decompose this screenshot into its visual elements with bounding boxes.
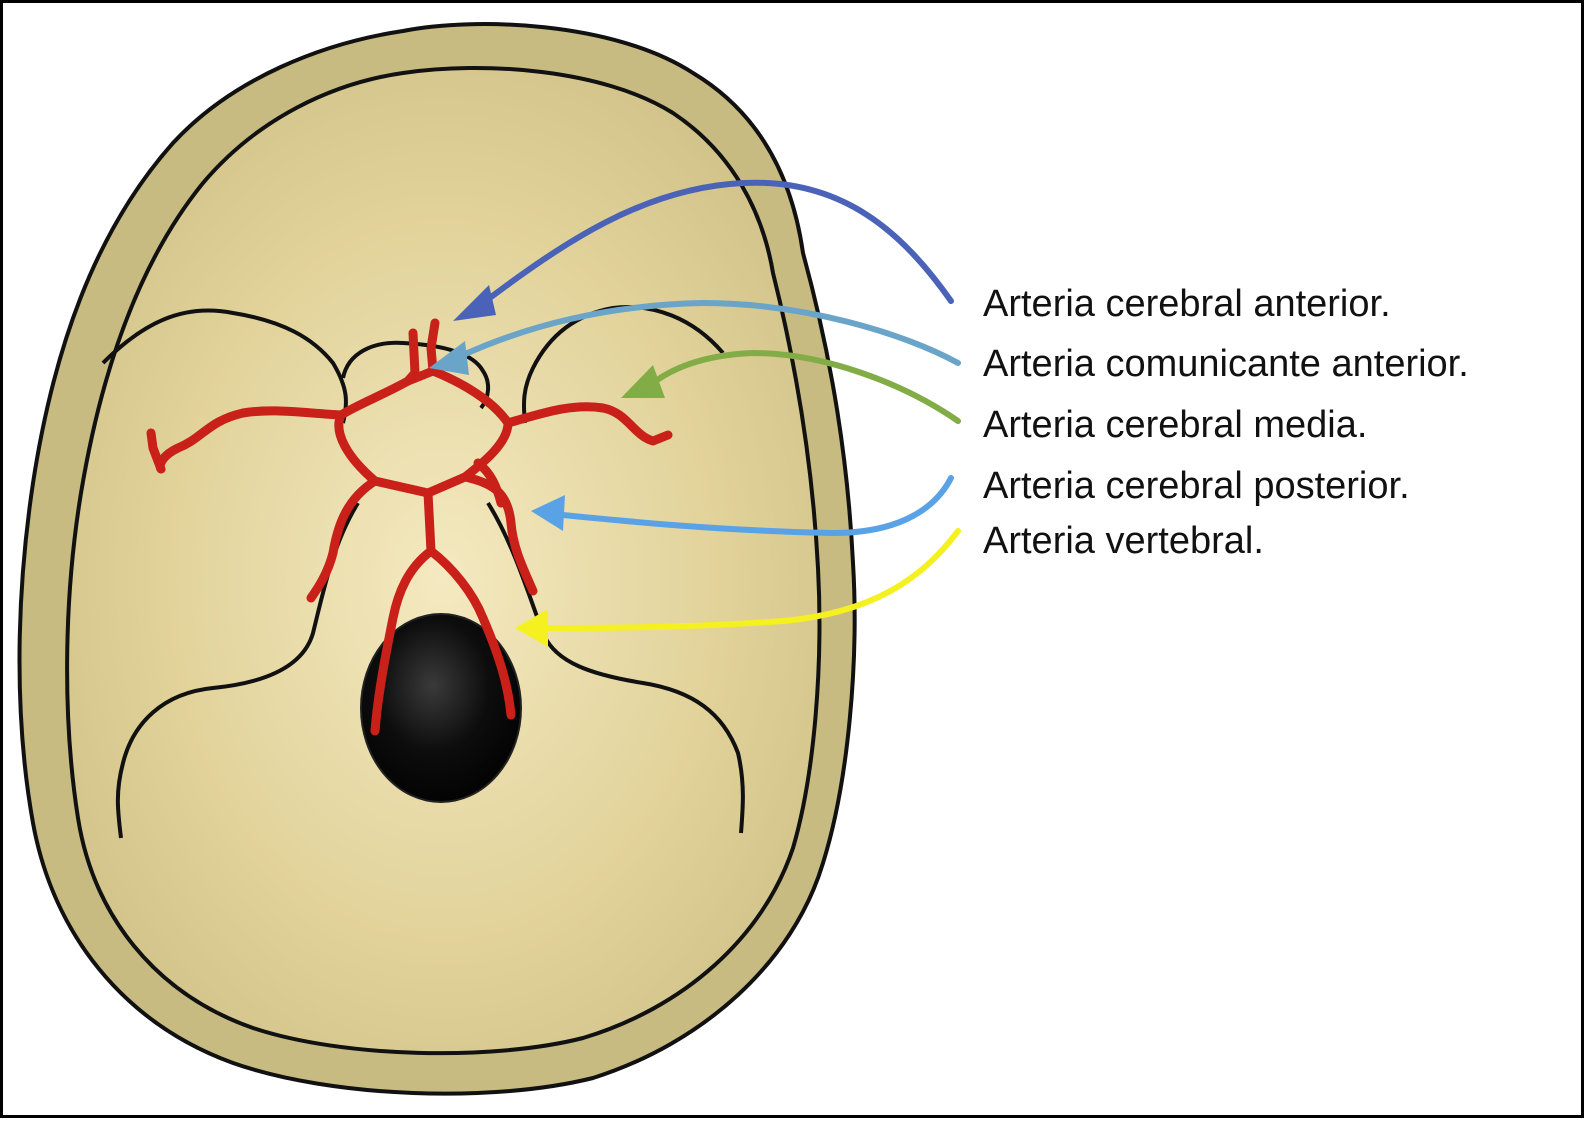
artery-middle-cerebral-right (503, 402, 673, 446)
callout-arrows (429, 179, 961, 647)
arrowhead-pca (531, 495, 565, 531)
label-vertebral: Arteria vertebral. (983, 520, 1264, 562)
artery-posterior-branch-right (473, 458, 506, 508)
artery-vertebral-right (426, 546, 516, 720)
arrow-line-aca (480, 179, 954, 306)
fossa-outline-middle-left (115, 501, 360, 839)
skull-base-diagram: Arteria cerebral anterior. Arteria comun… (17, 22, 1469, 1096)
arrow-line-mca (650, 349, 961, 424)
arrowhead-va (515, 609, 548, 647)
artery-anterior-cerebral-right (426, 318, 440, 376)
label-cerebral-posterior: Arteria cerebral posterior. (983, 465, 1410, 507)
arteries (146, 318, 673, 736)
artery-vertebral-left (370, 546, 436, 736)
artery-posterior-cerebral-right (460, 472, 538, 596)
sella-outline (341, 340, 490, 410)
label-cerebral-media: Arteria cerebral media. (983, 404, 1367, 446)
fossa-outline-middle-right (486, 501, 745, 834)
artery-basilar (423, 488, 436, 556)
labels: Arteria cerebral anterior. Arteria comun… (983, 283, 1469, 562)
label-cerebral-anterior: Arteria cerebral anterior. (983, 283, 1391, 325)
arrowhead-acom (429, 341, 469, 375)
label-comunicante-anterior: Arteria comunicante anterior. (983, 343, 1469, 385)
fossa-outline-anterior (101, 308, 348, 424)
arrow-line-pca (560, 475, 954, 537)
arrowhead-mca (621, 365, 665, 398)
artery-middle-cerebral-left (146, 406, 346, 474)
arrow-line-va (545, 528, 961, 631)
arrowhead-aca (453, 285, 496, 321)
foramen-magnum (360, 613, 522, 803)
artery-posterior-cerebral-left (306, 476, 380, 603)
arrow-line-acom (460, 299, 961, 366)
